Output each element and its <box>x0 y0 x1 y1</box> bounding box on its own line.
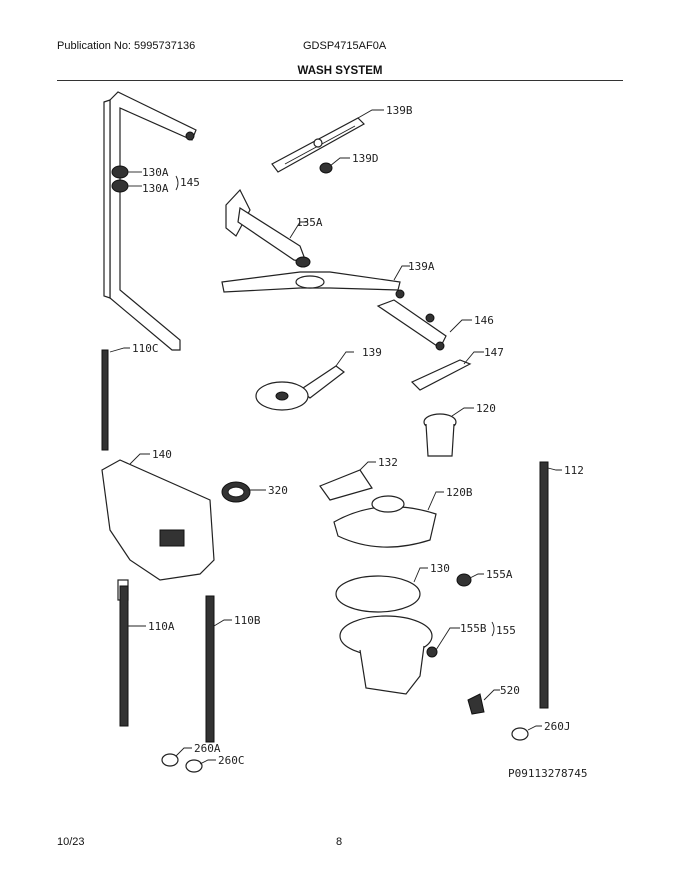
label-130: 130 <box>430 562 450 575</box>
spray-arm-nut-139d[interactable] <box>319 162 333 174</box>
drain-hose-112[interactable] <box>539 461 549 709</box>
hose-110b[interactable] <box>205 595 215 743</box>
label-139b: 139B <box>386 104 413 117</box>
label-260a: 260A <box>194 742 221 755</box>
sump-housing-140[interactable] <box>101 459 215 601</box>
manifold-146[interactable] <box>376 289 447 351</box>
spray-arm-manifold[interactable] <box>225 188 311 268</box>
label-145: 145 <box>180 176 200 189</box>
leader-lines <box>109 109 562 765</box>
label-139d: 139D <box>352 152 379 165</box>
section-title: WASH SYSTEM <box>297 65 383 77</box>
label-155a: 155A <box>486 568 513 581</box>
label-112: 112 <box>564 464 584 477</box>
strainer-plate-120b[interactable] <box>333 495 437 548</box>
label-120b: 120B <box>446 486 473 499</box>
valve-132[interactable] <box>319 469 373 501</box>
upper-spray-arm[interactable] <box>271 117 365 173</box>
label-140: 140 <box>152 448 172 461</box>
footer-date: 10/23 <box>57 836 85 848</box>
label-155: 155 <box>496 624 516 637</box>
filter-cup-120[interactable] <box>423 413 457 457</box>
tube-110c[interactable] <box>101 349 109 451</box>
drawing-id: P09113278745 <box>508 767 587 780</box>
label-110b: 110B <box>234 614 261 627</box>
upper-supply-tube[interactable] <box>103 91 197 351</box>
filter-plate-139[interactable] <box>255 365 345 411</box>
clip-520[interactable] <box>467 693 485 715</box>
label-520: 520 <box>500 684 520 697</box>
label-130a-top: 130A <box>142 166 169 179</box>
grommet-155a[interactable] <box>456 573 472 587</box>
pump-assembly-155b[interactable] <box>339 615 438 695</box>
label-135a: 135A <box>296 216 323 229</box>
page-number: 8 <box>336 836 343 848</box>
hose-110a[interactable] <box>119 585 129 727</box>
lower-spray-arm[interactable] <box>221 271 401 293</box>
label-155b: 155B <box>460 622 487 635</box>
label-132: 132 <box>378 456 398 469</box>
label-110c: 110C <box>132 342 159 355</box>
label-139a: 139A <box>408 260 435 273</box>
clamp-260c[interactable] <box>185 759 203 773</box>
clamp-260a[interactable] <box>161 753 179 767</box>
label-120: 120 <box>476 402 496 415</box>
label-147: 147 <box>484 346 504 359</box>
model-number: GDSP4715AF0A <box>303 40 387 52</box>
label-320: 320 <box>268 484 288 497</box>
clamp-260j[interactable] <box>511 727 529 741</box>
label-260c: 260C <box>218 754 245 767</box>
label-260j: 260J <box>544 720 571 733</box>
publication-number: Publication No: 5995737136 <box>57 40 196 52</box>
header-divider <box>57 80 623 81</box>
bracket-147[interactable] <box>410 359 472 391</box>
o-ring-130[interactable] <box>335 575 421 613</box>
label-146: 146 <box>474 314 494 327</box>
label-139: 139 <box>362 346 382 359</box>
label-130a-bottom: 130A <box>142 182 169 195</box>
label-110a: 110A <box>148 620 175 633</box>
gasket-320[interactable] <box>221 481 251 503</box>
